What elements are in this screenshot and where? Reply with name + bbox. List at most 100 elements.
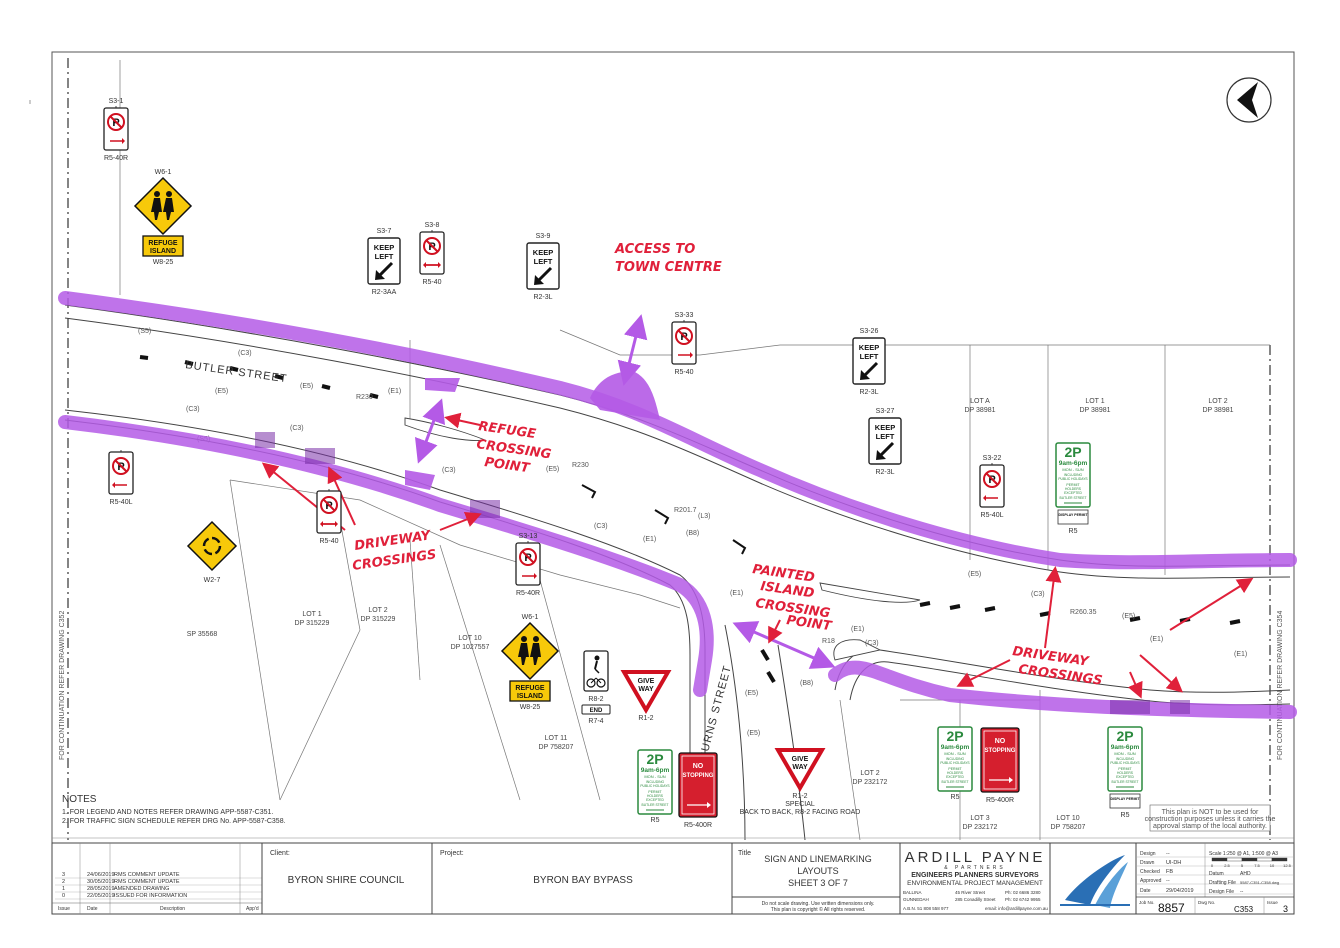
sign-text: NO [995,738,1006,745]
alignment-label: (C3) [186,406,200,413]
alignment-label: (C3) [442,467,456,474]
keep-left-arrow-icon [860,361,879,380]
road-edges [64,304,1291,841]
sign-text: ISLAND [517,693,543,700]
sign-text: LEFT [534,257,553,266]
sign-code: R8-2 [588,696,603,703]
alignment-label: R18 [822,638,835,645]
alignment-label: (E5) [968,571,981,578]
revision-date: 22/05/2019 [87,893,115,899]
sign-text: KEEP [374,243,394,252]
lot-number: LOT 3 [970,815,989,822]
lot-dp: DP 232172 [853,779,888,786]
sign-text: NO [693,763,704,770]
sign-text: PUBLIC HOLIDAYS [1110,761,1140,765]
sign-text: KEEP [875,423,895,432]
sign-code: R2-3L [533,294,552,301]
pedestrians-icon [151,191,174,220]
alignment-label: (B8) [686,530,699,537]
sign-text: INCLUDING [946,757,965,761]
scale-tick: 5 [1241,863,1244,868]
footpath-highlights [58,291,1297,719]
svg-text:email: info@ardillpayne.com.au: email: info@ardillpayne.com.au [985,906,1048,911]
revision-date: 24/06/2019 [87,872,115,878]
sign-text: WAY [792,764,808,771]
project-label: Project: [440,850,464,857]
job-label: Job No. [1139,900,1155,905]
continuation-right-label: FOR CONTINUATION REFER DRAWING C354 [1277,611,1284,760]
lane-direction-arrows [581,484,747,555]
sign-text: BUTLER STREET [1060,496,1087,500]
sign-text: DISPLAY PERMIT [1059,513,1089,517]
sign-text: 9am-6pm [941,744,970,751]
roundabout-icon [202,536,222,556]
arrow-icon [320,521,338,527]
revision-date: 30/05/2019 [87,879,115,885]
revision-header: App'd [246,906,259,912]
lot-dp: DP 1027557 [451,644,490,651]
sign-text: PUBLIC HOLIDAYS [1058,477,1088,481]
sign-text: BUTLER STREET [1112,780,1139,784]
alignment-label: R230 [572,462,589,469]
svg-text:45 River Street: 45 River Street [955,890,986,895]
annotation-refuge-crossing-point: REFUGE CROSSING POINT [475,419,552,476]
alignment-label: (C3) [1031,591,1045,598]
svg-text:285 Conadilly Street: 285 Conadilly Street [955,897,996,902]
sign-text: MON - SUN [1114,751,1135,756]
sign-text: 2P [946,728,963,744]
alignment-label: R260.35 [1070,609,1097,616]
sign-text: KEEP [533,248,553,257]
scale-tick: 2.5 [1224,863,1230,868]
revision-description: ISSUED FOR INFORMATION [114,893,187,899]
alignment-label: (C3) [290,425,304,432]
sign-code: R2-3L [859,389,878,396]
arrow-icon [112,482,127,488]
sign-code: W8-25 [520,704,541,711]
meta-value: UI-DH [1166,860,1181,866]
lot-number: LOT 1 [302,611,321,618]
property-boundaries [119,60,1270,841]
sign-text: MON - SUN [1062,467,1083,472]
sign-code: R5-40R [104,155,128,162]
sign-code: R1-2 [638,715,653,722]
scale-tick: 10 [1270,863,1275,868]
revision-description: AMENDED DRAWING [114,886,169,892]
keep-left-arrow-icon [876,441,895,460]
arrow-icon [678,352,693,358]
sign-text: EXCEPTED [646,798,664,802]
sign-text: EXCEPTED [1116,775,1134,779]
scale-text: Scale 1:250 @ A1, 1:500 @ A3 [1209,851,1278,857]
no-parking-icon: P [675,327,693,345]
sign-id: W6-1 [155,169,172,176]
svg-text:GUNNEDAH: GUNNEDAH [903,897,929,902]
lot-dp: DP 38981 [964,407,995,414]
traffic-signs: S3-1PR5-40RW6-1REFUGEISLANDW8-25S3-7KEEP… [103,98,1143,829]
sign-text: DISPLAY PERMIT [1111,797,1141,801]
no-parking-sign-s3-22: S3-22PR5-40L [979,455,1005,519]
no-parking-icon: P [519,548,537,566]
svg-text:& PARTNERS: & PARTNERS [944,865,1006,871]
lot-label: LOT 1 DP 38981 [1079,398,1110,414]
revision-description: RMS COMMENT UPDATE [114,879,180,885]
svg-text:2. FOR TRAFFIC SIGN SCHEDUL: 2. FOR TRAFFIC SIGN SCHEDULE REFER DRG N… [62,818,286,825]
lot-number: LOT 2 [1208,398,1227,405]
sign-text: HOLDERS [1065,487,1082,491]
no-parking-sign-s3-1: S3-1PR5-40R [103,98,129,162]
scale-tick: 7.5 [1254,863,1260,868]
sign-code: R5 [951,794,960,801]
lot-number: LOT 1 [1085,398,1104,405]
sign-code: R5 [651,817,660,824]
lot-dp: DP 38981 [1079,407,1110,414]
sign-text: EXCEPTED [1064,491,1082,495]
svg-text:1. FOR LEGEND AND NOTES REF: 1. FOR LEGEND AND NOTES REFER DRAWING AP… [62,809,273,816]
